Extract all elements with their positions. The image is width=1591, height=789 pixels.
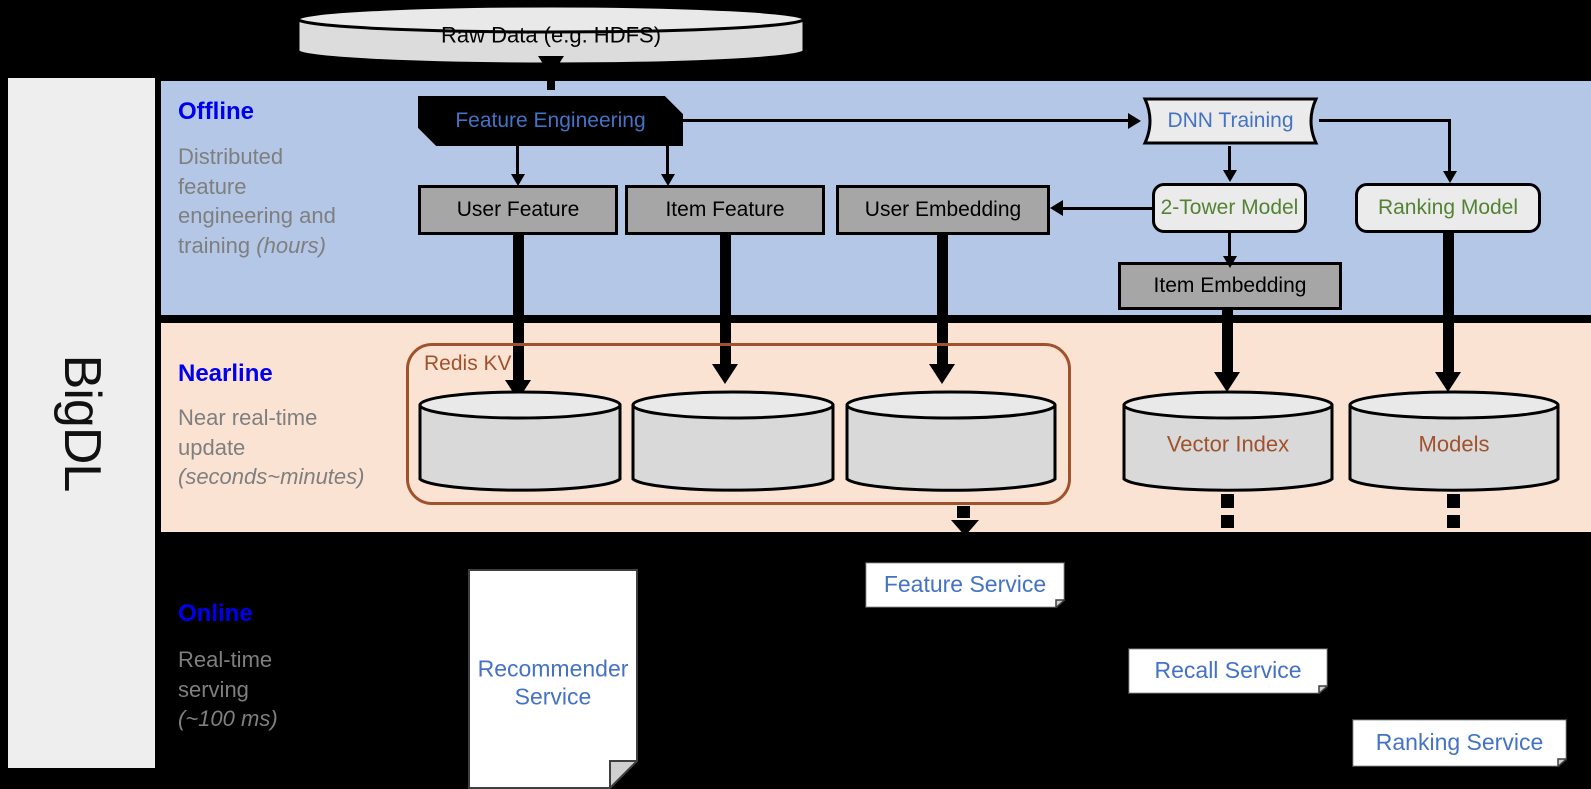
dnn-training-shape xyxy=(1142,97,1319,145)
arrowhead-itemembedding-to-vectorindex xyxy=(1214,372,1240,392)
arrowhead-fe-to-userfeature xyxy=(511,174,525,186)
cylinder-user-embedding-store[interactable] xyxy=(845,390,1057,494)
node-item-embedding[interactable]: Item Embedding xyxy=(1118,262,1342,310)
node-user-embedding[interactable]: User Embedding xyxy=(836,185,1050,235)
offline-desc-line1: Distributed xyxy=(178,144,284,169)
raw-data-cylinder-shape xyxy=(296,4,806,66)
connector-2tower-to-userembedding xyxy=(1063,207,1153,210)
recommender-service-shape xyxy=(468,569,638,789)
node-feature-engineering[interactable]: Feature Engineering xyxy=(418,96,683,146)
stage-title-nearline: Nearline xyxy=(178,360,273,387)
recall-service-shape xyxy=(1128,648,1328,694)
bigdl-framework-rail: BigDL xyxy=(8,78,155,768)
arrowhead-userembedding-to-store xyxy=(929,364,955,384)
connector-2tower-to-itemembedding xyxy=(1228,233,1231,261)
arrowhead-2tower-to-itemembedding xyxy=(1223,256,1237,268)
connector-rawdata-to-fe xyxy=(547,66,555,90)
node-ranking-service[interactable]: Ranking Service xyxy=(1352,719,1567,767)
offline-desc-line2: feature xyxy=(178,173,247,199)
stage-title-offline: Offline xyxy=(178,98,254,125)
online-desc-emphasis: (~100 ms) xyxy=(178,706,278,732)
arrowhead-fe-to-dnn xyxy=(1128,113,1141,129)
item-embedding-label: Item Embedding xyxy=(1153,273,1307,297)
ranking-service-shape xyxy=(1352,719,1567,767)
user-embedding-label: User Embedding xyxy=(864,197,1022,221)
connector-dnn-to-ranking-v xyxy=(1448,119,1451,175)
node-feature-service[interactable]: Feature Service xyxy=(865,562,1065,608)
user-embedding-store-shape xyxy=(845,390,1057,492)
stage-description-nearline: Near real-time update (seconds~minutes) xyxy=(178,403,408,492)
cylinder-vector-index[interactable]: Vector Index xyxy=(1122,390,1334,494)
node-dnn-training[interactable]: DNN Training xyxy=(1142,96,1319,146)
node-user-feature[interactable]: User Feature xyxy=(418,185,618,235)
user-feature-store-shape xyxy=(418,390,622,492)
cylinder-models[interactable]: Models xyxy=(1348,390,1560,494)
connector-fe-to-itemfeature xyxy=(666,146,669,178)
node-ranking-model[interactable]: Ranking Model xyxy=(1355,183,1541,233)
offline-desc-emphasis: (hours) xyxy=(256,233,326,259)
nearline-desc-line2: update xyxy=(178,434,246,460)
offline-desc-line4: training xyxy=(178,233,257,259)
dash-redis-to-featureservice xyxy=(957,506,970,518)
node-recommender-service[interactable]: Recommender Service xyxy=(468,569,638,789)
dash-vectorindex-to-recall-1 xyxy=(1221,494,1234,508)
feature-engineering-label: Feature Engineering xyxy=(455,108,646,132)
pipe-userfeature-to-store xyxy=(513,235,524,393)
dash-models-to-ranking-2 xyxy=(1447,515,1460,528)
nearline-desc-emphasis: (seconds~minutes) xyxy=(178,464,365,490)
online-desc-line2: serving xyxy=(178,676,249,702)
online-desc-line1: Real-time xyxy=(178,647,273,672)
connector-dnn-to-ranking-h xyxy=(1319,119,1451,122)
stage-description-online: Real-time serving (~100 ms) xyxy=(178,645,378,734)
connector-dnn-to-2tower xyxy=(1228,146,1231,174)
node-item-feature[interactable]: Item Feature xyxy=(625,185,825,235)
arrowhead-rankingmodel-to-models xyxy=(1435,372,1461,392)
cylinder-user-feature-store[interactable] xyxy=(418,390,622,494)
node-2-tower-model[interactable]: 2-Tower Model xyxy=(1152,183,1307,233)
offline-desc-line3: engineering and xyxy=(178,203,336,229)
dash-vectorindex-to-recall-2 xyxy=(1221,515,1234,528)
item-feature-label: Item Feature xyxy=(665,197,785,221)
arrowhead-dnn-to-2tower xyxy=(1223,170,1237,182)
arrowhead-redis-to-featureservice xyxy=(951,520,979,536)
arrowhead-rawdata-to-fe xyxy=(538,56,564,76)
item-feature-store-shape xyxy=(631,390,835,492)
bigdl-label: BigDL xyxy=(52,354,111,492)
two-tower-model-label: 2-Tower Model xyxy=(1160,195,1299,219)
connector-fe-to-dnn xyxy=(683,119,1130,122)
pipe-itemembedding-to-vectorindex xyxy=(1222,310,1233,382)
pipe-userembedding-to-store xyxy=(937,235,948,375)
ranking-model-label: Ranking Model xyxy=(1377,195,1519,219)
connector-fe-to-userfeature xyxy=(516,146,519,178)
nearline-desc-line1: Near real-time xyxy=(178,405,318,430)
arrowhead-dnn-to-ranking xyxy=(1443,171,1457,183)
cylinder-item-feature-store[interactable] xyxy=(631,390,835,494)
user-feature-label: User Feature xyxy=(456,197,580,221)
pipe-itemfeature-to-store xyxy=(720,235,731,375)
arrowhead-itemfeature-to-store xyxy=(712,364,738,384)
stage-title-online: Online xyxy=(178,600,253,627)
dash-models-to-ranking-1 xyxy=(1447,494,1460,508)
redis-kv-label: Redis KV xyxy=(424,352,512,375)
arrowhead-fe-to-itemfeature xyxy=(661,174,675,186)
stage-description-offline: Distributed feature engineering and trai… xyxy=(178,142,378,261)
redis-kv-container[interactable] xyxy=(406,343,1071,505)
arrowhead-2tower-to-userembedding xyxy=(1050,200,1063,216)
models-shape xyxy=(1348,390,1560,492)
feature-service-shape xyxy=(865,562,1065,608)
vector-index-shape xyxy=(1122,390,1334,492)
pipe-rankingmodel-to-models xyxy=(1443,233,1454,382)
dnn-training-label: DNN Training xyxy=(1167,108,1294,132)
node-recall-service[interactable]: Recall Service xyxy=(1128,648,1328,694)
